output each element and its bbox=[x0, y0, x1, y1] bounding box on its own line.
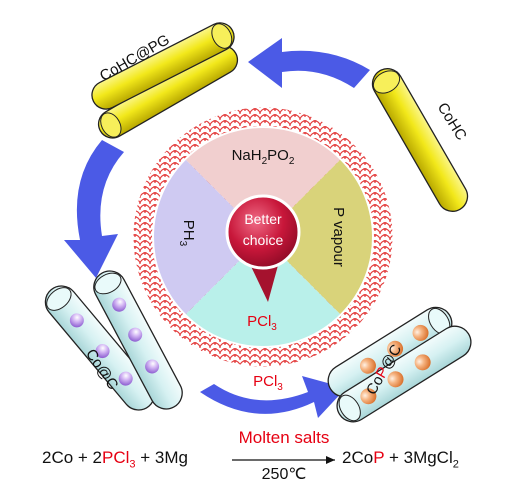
arrow-bottom-right bbox=[200, 376, 346, 418]
arrow-reagent-label: PCl3 bbox=[253, 373, 283, 393]
equation-products: 2CoP + 3MgCl2 bbox=[342, 448, 459, 471]
arrow-right-to-top bbox=[248, 38, 370, 88]
reaction-equation: 2Co + 2PCl3 + 3Mg Molten salts 250℃ 2CoP… bbox=[0, 428, 506, 488]
center-label-line2: choice bbox=[243, 232, 284, 248]
equation-condition-bottom: 250℃ bbox=[261, 466, 307, 483]
segment-left bbox=[153, 127, 263, 347]
cohc-label: CoHC bbox=[434, 100, 470, 144]
cohc-rod bbox=[371, 68, 469, 212]
segment-left-label: PH3 bbox=[177, 220, 197, 247]
equation-reactants: 2Co + 2PCl3 + 3Mg bbox=[42, 448, 188, 471]
center-badge bbox=[225, 194, 301, 270]
segment-bottom-label: PCl3 bbox=[247, 313, 277, 333]
cop-c-rods bbox=[327, 306, 472, 423]
segment-top bbox=[153, 127, 373, 237]
center-label-line1: Better bbox=[244, 211, 282, 227]
center-pointer bbox=[248, 258, 280, 302]
equation-condition-top: Molten salts bbox=[238, 428, 330, 447]
segment-right bbox=[263, 127, 373, 347]
segment-bottom bbox=[153, 237, 373, 347]
co-c-rods bbox=[44, 270, 183, 411]
segment-right-label: P vapour bbox=[330, 207, 347, 267]
segment-top-label: NaH2PO2 bbox=[232, 147, 295, 167]
arrow-left-down bbox=[64, 140, 124, 278]
